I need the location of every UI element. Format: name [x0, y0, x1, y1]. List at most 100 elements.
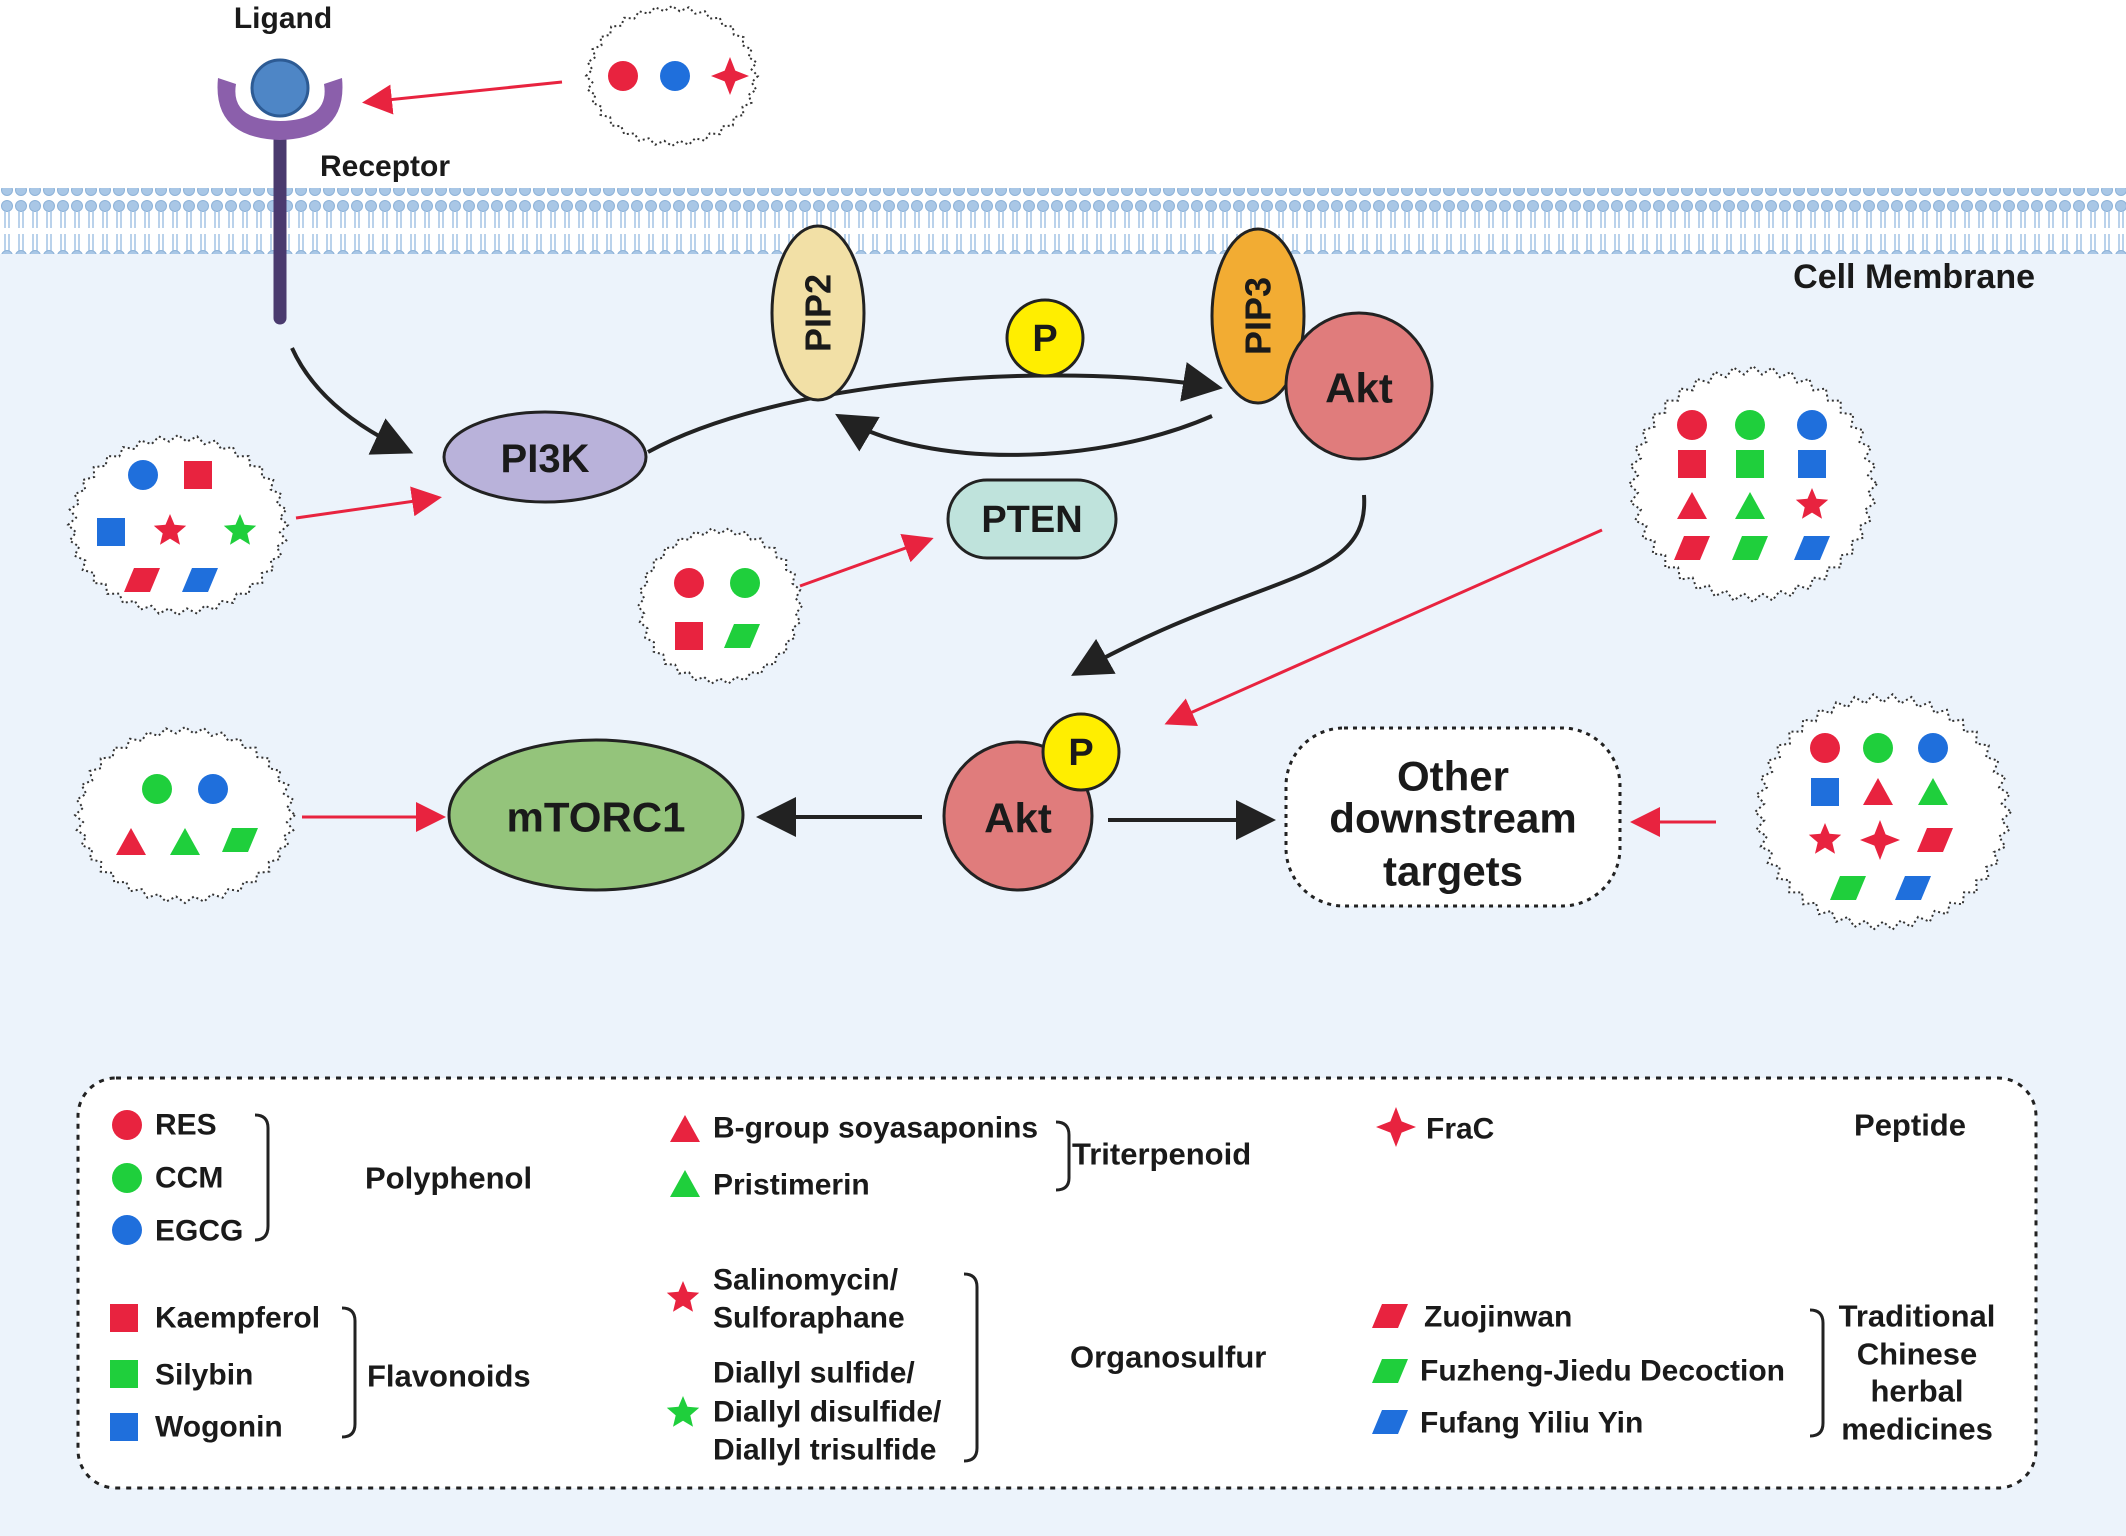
phospho-akt-label: Akt [984, 795, 1052, 842]
salinomycin-star-icon [153, 514, 187, 545]
legend-salinomycin-label-1: Salinomycin/ [713, 1264, 899, 1297]
legend-tcm-group-2: Chinese [1857, 1337, 1978, 1372]
legend-pristimerin-icon [670, 1170, 700, 1197]
legend-ccm-icon [112, 1163, 142, 1193]
fuzheng-parallelogram-icon [1830, 876, 1866, 900]
arrow-akt-to-pakt [1071, 494, 1367, 676]
legend-soyasaponins-label: B-group soyasaponins [713, 1112, 1038, 1145]
res-circle-icon [1677, 410, 1707, 440]
red-arrow-to-receptor [362, 80, 563, 115]
compound-cloud-mtorc1 [73, 725, 297, 905]
legend-egcg-icon [112, 1215, 142, 1245]
phospho-group-top: P [1005, 298, 1085, 378]
fufang-parallelogram-icon [1895, 876, 1931, 900]
pip2-label: PIP2 [798, 274, 839, 352]
compound-cloud-other-targets [1753, 692, 2013, 932]
legend-soyasaponins-icon [670, 1115, 700, 1142]
phospho-label-top: P [1032, 318, 1057, 360]
silybin-square-icon [1736, 450, 1764, 478]
frac-star-icon [1860, 820, 1900, 860]
pi3k-node: PI3K [442, 410, 648, 504]
ligand-label: Ligand [234, 2, 332, 35]
other-targets-line-1: Other [1397, 753, 1509, 800]
legend-pristimerin-label: Pristimerin [713, 1169, 870, 1202]
wogonin-square-icon [97, 518, 125, 546]
legend-frac-icon [1376, 1107, 1416, 1147]
pten-label: PTEN [981, 499, 1082, 541]
legend-ccm-label: CCM [155, 1162, 223, 1195]
legend-tcm-group-1: Traditional [1839, 1299, 1996, 1334]
legend-egcg-label: EGCG [155, 1215, 243, 1248]
legend-tcm-group-4: medicines [1841, 1412, 1993, 1447]
legend-kaempferol-icon [110, 1304, 138, 1332]
pip3-node: PIP3 [1210, 227, 1306, 405]
other-downstream-targets-node: Other downstream targets [1284, 726, 1622, 908]
soyasaponins-triangle-icon [1677, 492, 1707, 519]
legend-diallyl-label-2: Diallyl disulfide/ [713, 1396, 942, 1429]
legend-zuojinwan-label: Zuojinwan [1424, 1301, 1572, 1334]
fufang-parallelogram-icon [1794, 536, 1830, 560]
akt-membrane-node: Akt [1284, 311, 1434, 461]
receptor [217, 78, 343, 325]
pip3-label: PIP3 [1238, 277, 1279, 355]
ccm-circle-icon [142, 774, 172, 804]
legend-wogonin-icon [110, 1413, 138, 1441]
fufang-parallelogram-icon [182, 568, 218, 592]
diallyl-star-icon [223, 514, 257, 545]
phospho-label-akt: P [1068, 732, 1093, 774]
ccm-circle-icon [730, 568, 760, 598]
compound-cloud-akt [1627, 364, 1879, 604]
egcg-circle-icon [1918, 733, 1948, 763]
egcg-circle-icon [1797, 410, 1827, 440]
egcg-circle-icon [128, 460, 158, 490]
frac-star-icon [711, 57, 749, 95]
legend-wogonin-label: Wogonin [155, 1411, 283, 1444]
compound-cloud-pten [636, 527, 804, 685]
res-circle-icon [674, 568, 704, 598]
soyasaponins-triangle-icon [1863, 778, 1893, 805]
legend-tcm-group-3: herbal [1870, 1374, 1963, 1409]
legend-triterpenoid-group: Triterpenoid [1072, 1137, 1251, 1172]
legend-flavonoids-brace [341, 1306, 357, 1439]
legend-peptide-group: Peptide [1854, 1108, 1966, 1143]
wogonin-square-icon [1798, 450, 1826, 478]
legend-polyphenol-brace [254, 1113, 270, 1242]
legend-frac-label: FraC [1426, 1113, 1494, 1146]
legend-res-icon [112, 1110, 142, 1140]
legend-polyphenol-group: Polyphenol [365, 1161, 532, 1196]
fuzheng-parallelogram-icon [1732, 536, 1768, 560]
legend-res-label: RES [155, 1109, 217, 1142]
legend-salinomycin-label-2: Sulforaphane [713, 1302, 905, 1335]
fuzheng-parallelogram-icon [222, 828, 258, 852]
red-arrow-to-pakt [1164, 528, 1603, 726]
res-circle-icon [1810, 733, 1840, 763]
kaempferol-square-icon [184, 461, 212, 489]
other-targets-line-2: downstream [1329, 795, 1576, 842]
pristimerin-triangle-icon [1735, 492, 1765, 519]
mtorc1-label: mTORC1 [507, 794, 686, 841]
kaempferol-square-icon [675, 622, 703, 650]
egcg-circle-icon [198, 774, 228, 804]
other-targets-line-3: targets [1383, 848, 1523, 895]
legend-diallyl-label-1: Diallyl sulfide/ [713, 1357, 915, 1390]
legend-fufang-icon [1372, 1410, 1408, 1434]
cell-membrane [0, 188, 2126, 254]
legend-fuzheng-icon [1372, 1359, 1408, 1383]
legend-organosulfur-brace [963, 1272, 979, 1463]
compound-cloud-pi3k [66, 433, 290, 617]
pi3k-label: PI3K [501, 437, 590, 481]
res-circle-icon [608, 61, 638, 91]
pip2-node: PIP2 [770, 224, 866, 402]
soyasaponins-triangle-icon [116, 828, 146, 855]
pristimerin-triangle-icon [170, 828, 200, 855]
arrow-pi3k-to-pip3 [647, 362, 1223, 454]
cell-membrane-label: Cell Membrane [1793, 258, 2035, 296]
red-arrow-to-pten [799, 534, 934, 588]
salinomycin-star-icon [1795, 488, 1829, 519]
legend-silybin-icon [110, 1360, 138, 1388]
ligand [250, 58, 310, 118]
zuojinwan-parallelogram-icon [1674, 536, 1710, 560]
red-arrow-to-pi3k [295, 486, 442, 520]
